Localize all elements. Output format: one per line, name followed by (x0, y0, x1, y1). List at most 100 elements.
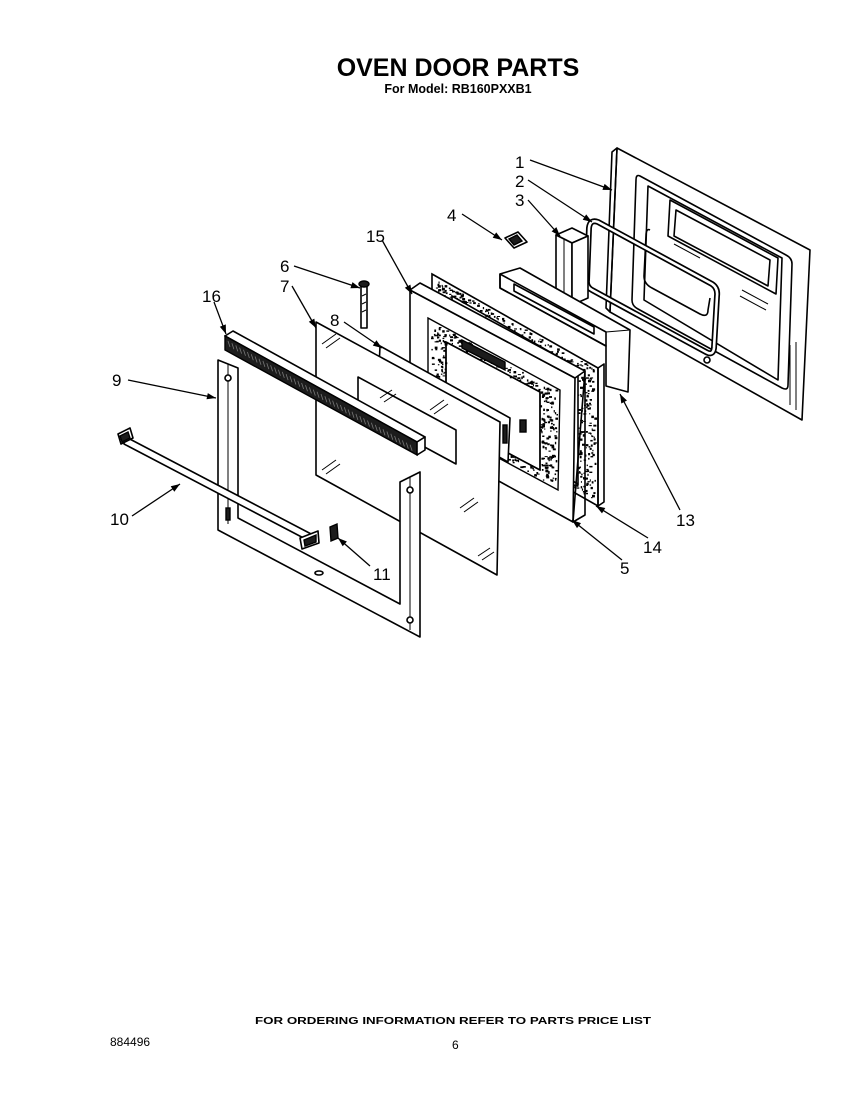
speckle-dot (592, 380, 595, 383)
speckle-dot (546, 437, 550, 440)
arrowhead (206, 393, 216, 400)
speckle-dot (454, 335, 458, 338)
speckle-dot (459, 296, 462, 299)
speckle-dot (549, 455, 551, 459)
speckle-dot (592, 453, 595, 457)
speckle-dot (585, 431, 588, 433)
speckle-dot (496, 366, 498, 368)
trim-texture-line (402, 440, 405, 447)
arrowhead (350, 282, 360, 289)
speckle-dot (481, 358, 483, 361)
speckle-dot (438, 339, 441, 342)
speckle-dot (589, 377, 592, 379)
speckle-dot (584, 392, 588, 394)
speckle-dot (580, 481, 582, 483)
speckle-dot (438, 327, 441, 331)
speckle-dot (580, 460, 582, 462)
speckle-dot (514, 328, 517, 330)
speckle-dot (590, 404, 592, 406)
speckle-dot (547, 443, 550, 446)
speckle-dot (551, 479, 553, 482)
speckle-dot (541, 417, 543, 421)
speckle-dot (442, 286, 444, 289)
speckle-dot (540, 424, 544, 426)
speckle-dot (587, 407, 590, 410)
speckle-dot (493, 315, 496, 318)
speckle-dot (581, 365, 584, 367)
speckle-dot (527, 382, 530, 385)
speckle-dot (441, 287, 445, 291)
speckle-dot (440, 365, 444, 368)
speckle-dot (576, 484, 579, 487)
speckle-dot (440, 373, 443, 375)
speckle-dot (552, 477, 555, 479)
speckle-dot (544, 456, 548, 458)
speckle-dot (440, 362, 442, 364)
speckle-dot (544, 428, 546, 430)
speckle-dot (538, 388, 541, 391)
callout-4: 4 (447, 206, 456, 225)
speckle-dot (452, 290, 456, 293)
speckle-dot (478, 303, 480, 305)
trim-texture-line (409, 444, 413, 451)
speckle-dot (441, 284, 443, 287)
speckle-dot (546, 473, 549, 476)
speckle-dot (541, 339, 544, 341)
speckle-dot (547, 457, 550, 460)
speckle-dot (554, 435, 557, 437)
speckle-dot (512, 459, 514, 462)
speckle-dot (523, 331, 526, 334)
speckle-dot (548, 450, 551, 452)
speckle-dot (469, 342, 472, 345)
speckle-dot (588, 446, 591, 448)
speckle-dot (502, 320, 506, 322)
speckle-dot (497, 318, 499, 321)
speckle-dot (589, 407, 591, 410)
speckle-dot (594, 417, 598, 420)
speckle-dot (593, 492, 596, 494)
speckle-dot (513, 371, 517, 374)
speckle-dot (578, 380, 581, 382)
speckle-dot (578, 427, 581, 429)
trim-texture-line (332, 400, 335, 407)
speckle-dot (458, 345, 462, 347)
trim-texture-line (227, 340, 231, 348)
speckle-dot (544, 392, 548, 395)
speckle-dot (556, 414, 558, 416)
speckle-dot (431, 357, 435, 360)
speckle-dot (543, 413, 546, 415)
speckle-dot (504, 367, 508, 369)
speckle-dot (555, 478, 557, 481)
speckle-dot (444, 285, 448, 288)
speckle-dot (531, 339, 534, 342)
speckle-dot (531, 380, 533, 384)
speckle-dot (543, 400, 546, 403)
speckle-dot (552, 466, 555, 469)
speckle-dot (578, 409, 581, 411)
speckle-dot (544, 344, 547, 347)
speckle-dot (589, 385, 592, 387)
speckle-dot (533, 469, 535, 471)
speckle-dot (543, 386, 546, 390)
speckle-dot (532, 381, 535, 384)
speckle-dot (545, 462, 548, 465)
part-13-spacer-frame (499, 267, 631, 393)
speckle-dot (466, 302, 469, 303)
speckle-dot (518, 459, 520, 463)
speckle-dot (431, 348, 433, 351)
speckle-dot (542, 425, 545, 428)
speckle-dot (530, 466, 533, 469)
speckle-dot (554, 412, 557, 415)
speckle-dot (576, 364, 579, 367)
speckle-dot (510, 367, 512, 369)
speckle-dot (538, 340, 540, 343)
speckle-dot (582, 443, 585, 446)
speckle-dot (503, 322, 505, 324)
speckle-dot (443, 336, 447, 338)
speckle-dot (468, 299, 472, 302)
speckle-dot (592, 429, 596, 432)
speckle-dot (579, 471, 581, 474)
speckle-dot (546, 401, 550, 403)
model-subtitle: For Model: RB160PXXB1 (384, 82, 531, 96)
speckle-dot (517, 377, 521, 379)
